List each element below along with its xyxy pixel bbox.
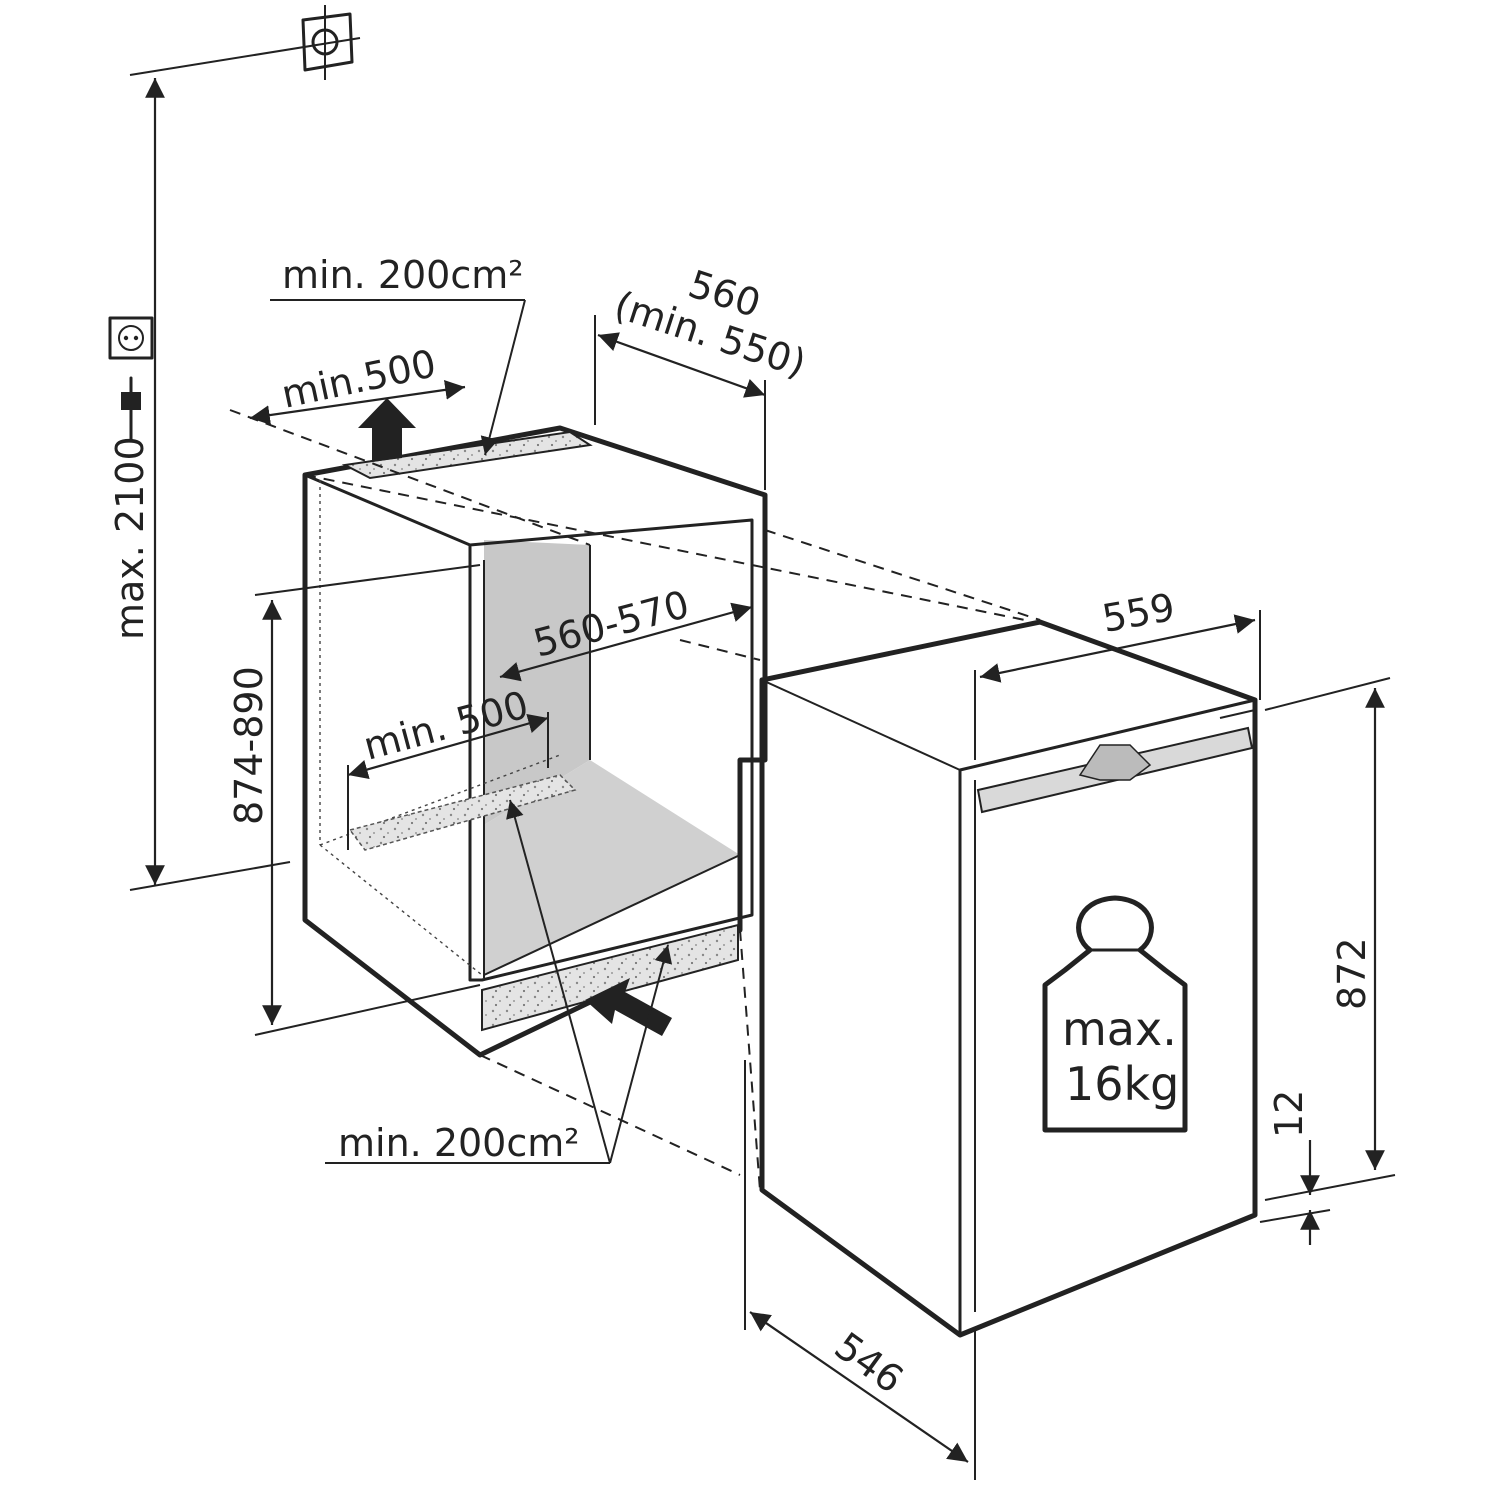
bottom-vent-label: min. 200cm² [338,1121,580,1165]
power-plug-icon [121,376,141,442]
arrow-up-icon [358,398,416,462]
appliance-depth-label: 546 [827,1324,912,1402]
appliance-height-label: 872 [1330,937,1374,1010]
arrow-diagonal-icon [585,978,672,1036]
appliance-width-label: 559 [1099,585,1178,641]
niche-height-dimension [254,564,481,1036]
top-vent-label: min. 200cm² [282,253,524,297]
appliance [759,619,1258,1338]
power-socket-icon [108,316,154,360]
projection-lines [229,409,1041,1191]
niche-height-label: 874-890 [227,666,271,825]
top-clearance-label: min.500 [278,341,440,417]
weight-icon [1042,895,1188,1133]
load-limit-line2: 16kg [1065,1057,1179,1111]
plinth-label: 12 [1267,1090,1311,1138]
max-height-label: max. 2100 [108,436,152,640]
load-limit-line1: max. [1062,1002,1177,1056]
niche-depth-dimension [594,315,766,490]
crosshair-bracket-icon [129,5,361,80]
